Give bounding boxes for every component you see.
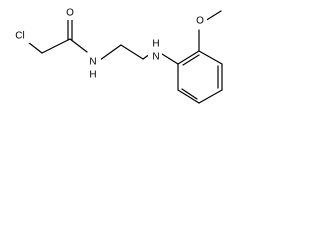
molecule-drawing: Cl O N H H N O (9, 6, 223, 104)
ring-bond-2 (198, 50, 223, 65)
bond-ch2-carbonyl (41, 38, 71, 54)
ring-double-1 (182, 54, 200, 66)
atom-amide-nitrogen: N (89, 57, 96, 68)
atom-ether-oxygen: O (196, 16, 204, 27)
bond-carbonyl-n (69, 38, 88, 53)
bond-o-ch3 (204, 10, 222, 22)
ring-double-3 (181, 88, 198, 100)
atom-carbonyl-oxygen: O (66, 8, 74, 19)
ring-bond-1 (177, 50, 200, 65)
ring-bond-5 (177, 89, 200, 104)
bond-n-ch2a (99, 44, 122, 61)
bond-ch2a-ch2b (120, 44, 144, 60)
structure-canvas: Cl O N H H N O (0, 0, 239, 125)
bonds (23, 10, 223, 104)
atom-amide-hydrogen: H (89, 70, 96, 81)
atom-amine-hydrogen: H (152, 39, 159, 50)
ring-bond-4 (198, 89, 223, 104)
atom-chlorine: Cl (15, 31, 24, 42)
atom-amine-nitrogen: N (152, 52, 159, 63)
atom-labels: Cl O N H H N O (9, 6, 207, 82)
bond-nh-ring (161, 53, 179, 65)
